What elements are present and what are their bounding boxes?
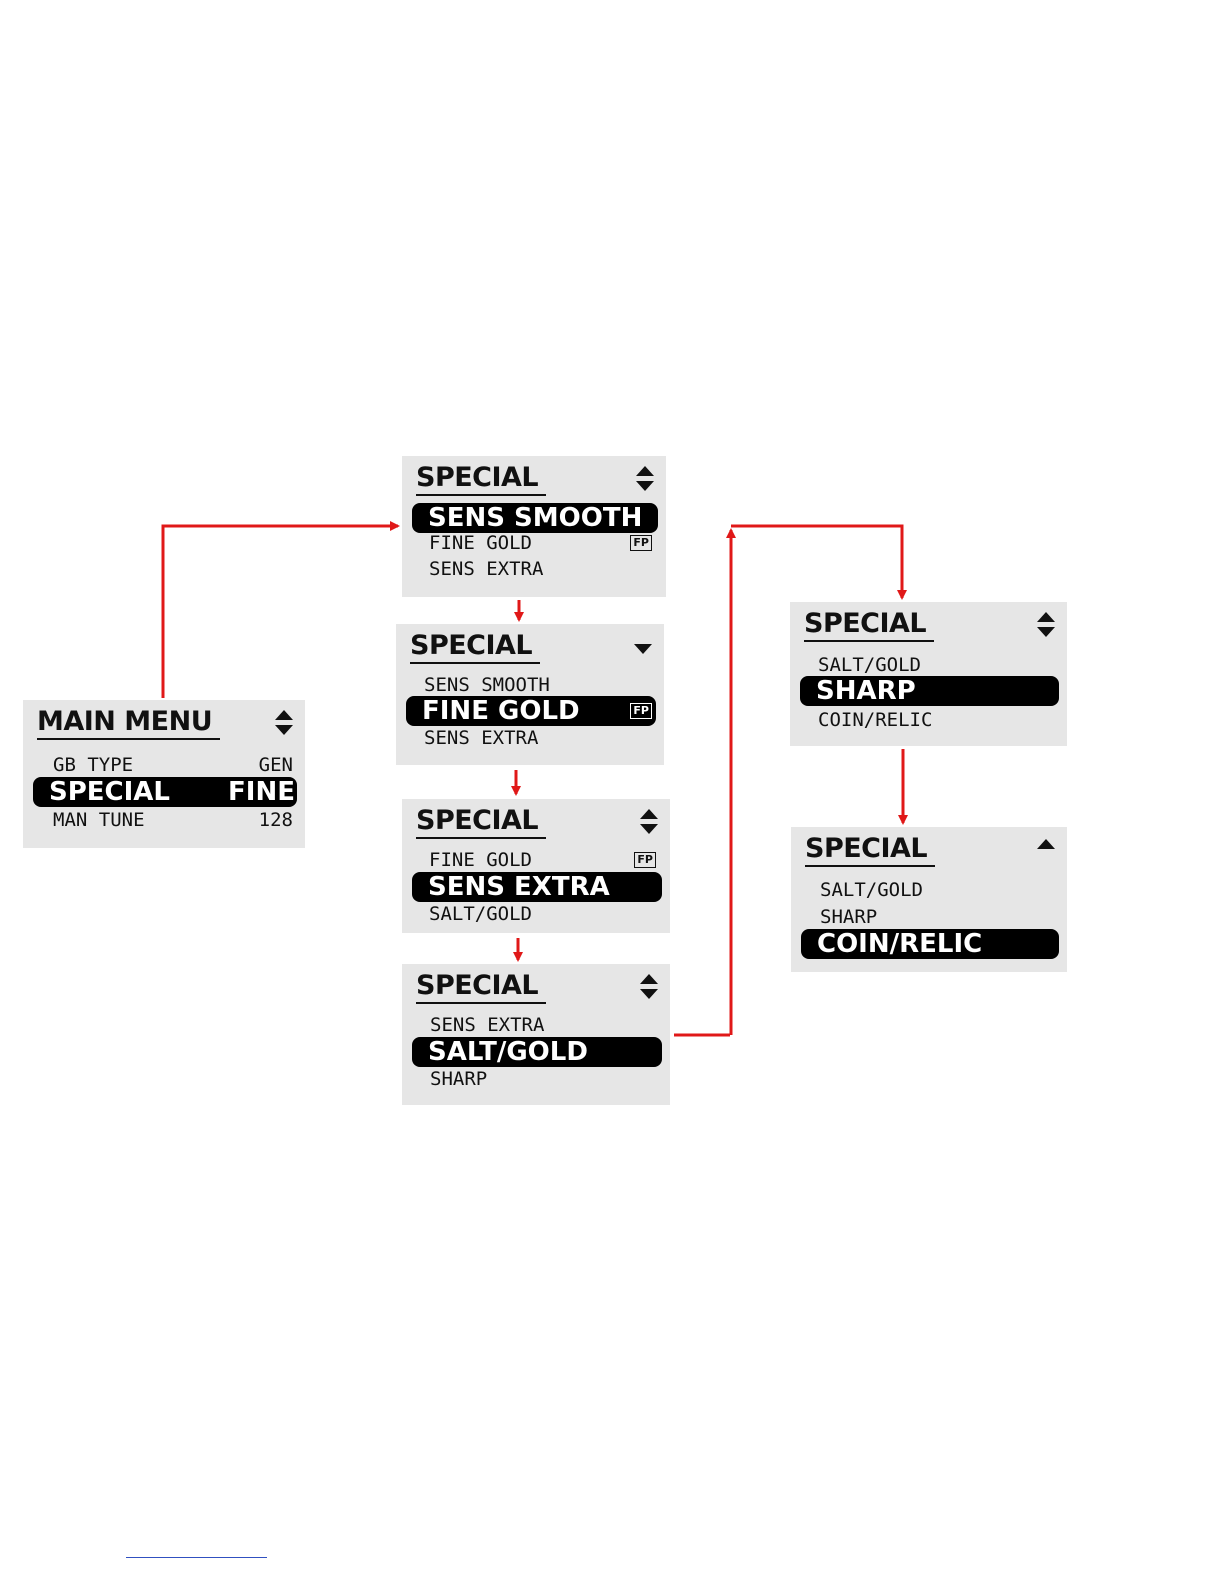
option-salt-gold[interactable]: SALT/GOLD bbox=[818, 652, 1055, 678]
row-value: 128 bbox=[259, 807, 293, 833]
special-screen-5: SPECIAL SALT/GOLD SHARP COIN/RELIC bbox=[790, 602, 1067, 746]
special-screen-3: SPECIAL FINE GOLD FP SENS EXTRA SALT/GOL… bbox=[402, 799, 670, 933]
option-label: FINE GOLD bbox=[429, 847, 532, 873]
option-label: SENS SMOOTH bbox=[428, 503, 642, 533]
screen-title: SPECIAL bbox=[416, 970, 546, 1004]
option-label: SENS EXTRA bbox=[428, 872, 610, 902]
option-coin-relic[interactable]: COIN/RELIC bbox=[818, 707, 1055, 733]
special-screen-6: SPECIAL SALT/GOLD SHARP COIN/RELIC bbox=[791, 827, 1067, 972]
option-sens-smooth[interactable]: SENS SMOOTH bbox=[412, 503, 658, 533]
arrow-main-to-special bbox=[163, 526, 398, 698]
option-sens-extra[interactable]: SENS EXTRA bbox=[412, 872, 662, 902]
option-label: SENS EXTRA bbox=[424, 725, 538, 751]
special-screen-4: SPECIAL SENS EXTRA SALT/GOLD SHARP bbox=[402, 964, 670, 1105]
up-down-arrow-icon bbox=[636, 466, 654, 492]
option-label: SHARP bbox=[816, 676, 916, 706]
up-down-arrow-icon bbox=[1037, 612, 1055, 638]
menu-row-man-tune[interactable]: MAN TUNE 128 bbox=[53, 807, 293, 833]
up-arrow-icon bbox=[1037, 837, 1055, 863]
option-label: SHARP bbox=[430, 1066, 487, 1092]
row-value: GEN bbox=[259, 752, 293, 778]
up-down-arrow-icon bbox=[640, 974, 658, 1000]
main-menu-screen: MAIN MENU GB TYPE GEN SPECIAL FINE MAN T… bbox=[23, 700, 305, 848]
option-sens-extra[interactable]: SENS EXTRA bbox=[429, 556, 654, 582]
option-label: SHARP bbox=[820, 904, 877, 930]
option-fine-gold[interactable]: FINE GOLD FP bbox=[429, 847, 658, 873]
row-label: GB TYPE bbox=[53, 752, 133, 778]
option-sharp[interactable]: SHARP bbox=[430, 1066, 658, 1092]
down-arrow-icon bbox=[634, 634, 652, 660]
row-label: MAN TUNE bbox=[53, 807, 145, 833]
option-label: SALT/GOLD bbox=[429, 901, 532, 927]
option-coin-relic[interactable]: COIN/RELIC bbox=[801, 929, 1059, 959]
option-label: SENS EXTRA bbox=[429, 556, 543, 582]
special-screen-1: SPECIAL SENS SMOOTH FINE GOLD FP SENS EX… bbox=[402, 456, 666, 597]
menu-row-special[interactable]: SPECIAL FINE bbox=[33, 777, 297, 807]
main-menu-title: MAIN MENU bbox=[37, 706, 220, 740]
option-sharp[interactable]: SHARP bbox=[800, 676, 1059, 706]
up-down-arrow-icon bbox=[275, 710, 293, 736]
menu-row-gb-type[interactable]: GB TYPE GEN bbox=[53, 752, 293, 778]
option-label: COIN/RELIC bbox=[817, 929, 982, 959]
option-sens-extra[interactable]: SENS EXTRA bbox=[430, 1012, 658, 1038]
option-label: SALT/GOLD bbox=[428, 1037, 588, 1067]
arrow-column-to-screen5 bbox=[731, 526, 902, 598]
option-fine-gold[interactable]: FINE GOLD FP bbox=[429, 530, 654, 556]
option-fine-gold[interactable]: FINE GOLD FP bbox=[406, 696, 656, 726]
option-label: FINE GOLD bbox=[429, 530, 532, 556]
special-screen-2: SPECIAL SENS SMOOTH FINE GOLD FP SENS EX… bbox=[396, 624, 664, 765]
option-label: SENS SMOOTH bbox=[424, 672, 550, 698]
up-down-arrow-icon bbox=[640, 809, 658, 835]
screen-title: SPECIAL bbox=[804, 608, 934, 642]
row-label: SPECIAL bbox=[49, 777, 170, 807]
screen-title: SPECIAL bbox=[416, 462, 546, 496]
option-sens-extra[interactable]: SENS EXTRA bbox=[424, 725, 652, 751]
fp-badge: FP bbox=[630, 703, 652, 719]
option-label: SALT/GOLD bbox=[820, 877, 923, 903]
option-salt-gold[interactable]: SALT/GOLD bbox=[820, 877, 1055, 903]
option-sharp[interactable]: SHARP bbox=[820, 904, 1055, 930]
screen-title: SPECIAL bbox=[805, 833, 935, 867]
option-label: SALT/GOLD bbox=[818, 652, 921, 678]
screen-title: SPECIAL bbox=[416, 805, 546, 839]
fp-badge: FP bbox=[630, 535, 652, 551]
option-salt-gold[interactable]: SALT/GOLD bbox=[412, 1037, 662, 1067]
option-label: SENS EXTRA bbox=[430, 1012, 544, 1038]
row-value: FINE bbox=[228, 777, 297, 807]
option-label: COIN/RELIC bbox=[818, 707, 932, 733]
option-label: FINE GOLD bbox=[422, 696, 580, 726]
fp-badge: FP bbox=[634, 852, 656, 868]
screen-title: SPECIAL bbox=[410, 630, 540, 664]
footer-link-underline bbox=[126, 1557, 267, 1558]
option-salt-gold[interactable]: SALT/GOLD bbox=[429, 901, 658, 927]
option-sens-smooth[interactable]: SENS SMOOTH bbox=[424, 672, 652, 698]
